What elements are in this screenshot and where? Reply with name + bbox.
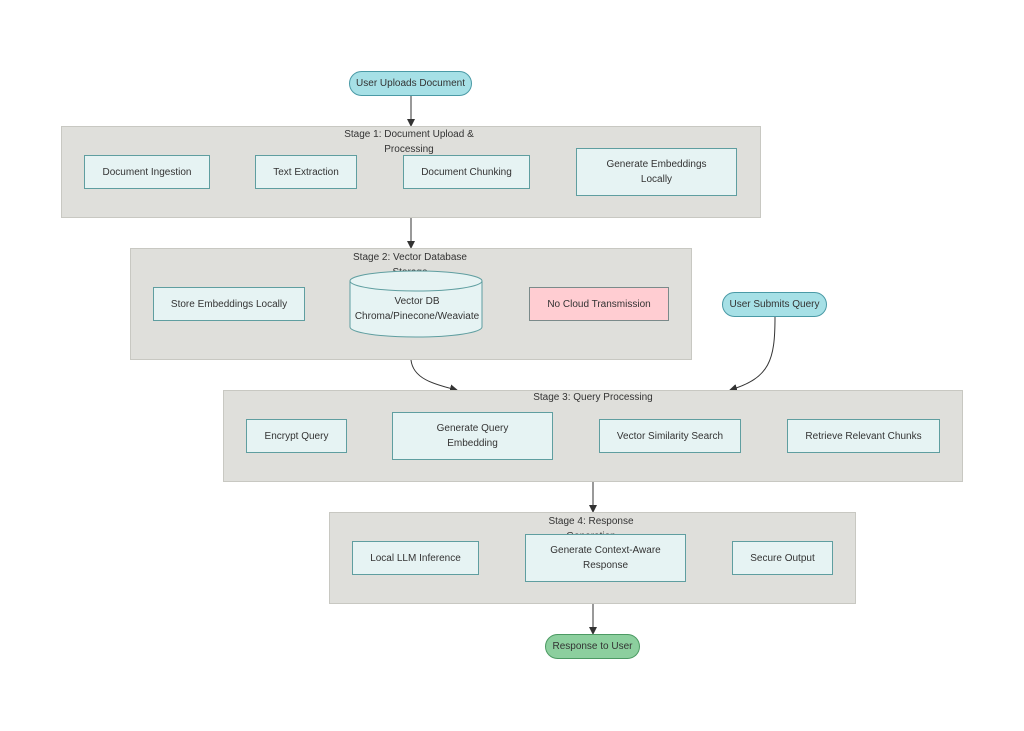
stage-1-title: Stage 1: Document Upload & Processing bbox=[344, 129, 474, 155]
start-node-user-uploads-document: User Uploads Document bbox=[349, 71, 472, 96]
stage-3-title: Stage 3: Query Processing bbox=[533, 392, 653, 403]
stage-2-title: Stage 2: Vector Database Storage bbox=[353, 252, 467, 274]
node-text-extraction: Text Extraction bbox=[255, 155, 357, 189]
start-node-user-submits-query: User Submits Query bbox=[722, 292, 827, 317]
node-retrieve-relevant-chunks: Retrieve Relevant Chunks bbox=[787, 419, 940, 453]
node-document-chunking: Document Chunking bbox=[403, 155, 530, 189]
node-document-ingestion: Document Ingestion bbox=[84, 155, 210, 189]
end-node-response-to-user: Response to User bbox=[545, 634, 640, 659]
node-vector-db: Vector DB Chroma/Pinecone/Weaviate bbox=[354, 296, 480, 322]
vector-db-cylinder-icon bbox=[349, 270, 483, 338]
edge-stage2-to-stage3 bbox=[410, 359, 458, 393]
node-no-cloud-transmission: No Cloud Transmission bbox=[529, 287, 669, 321]
edge-query-to-stage3 bbox=[729, 316, 776, 392]
node-store-embeddings-locally: Store Embeddings Locally bbox=[153, 287, 305, 321]
node-vector-similarity-search: Vector Similarity Search bbox=[599, 419, 741, 453]
node-generate-query-embedding: Generate Query Embedding bbox=[392, 412, 553, 460]
node-generate-context-aware-response: Generate Context-Aware Response bbox=[525, 534, 686, 582]
node-encrypt-query: Encrypt Query bbox=[246, 419, 347, 453]
node-generate-embeddings-locally: Generate Embeddings Locally bbox=[576, 148, 737, 196]
node-local-llm-inference: Local LLM Inference bbox=[352, 541, 479, 575]
node-secure-output: Secure Output bbox=[732, 541, 833, 575]
